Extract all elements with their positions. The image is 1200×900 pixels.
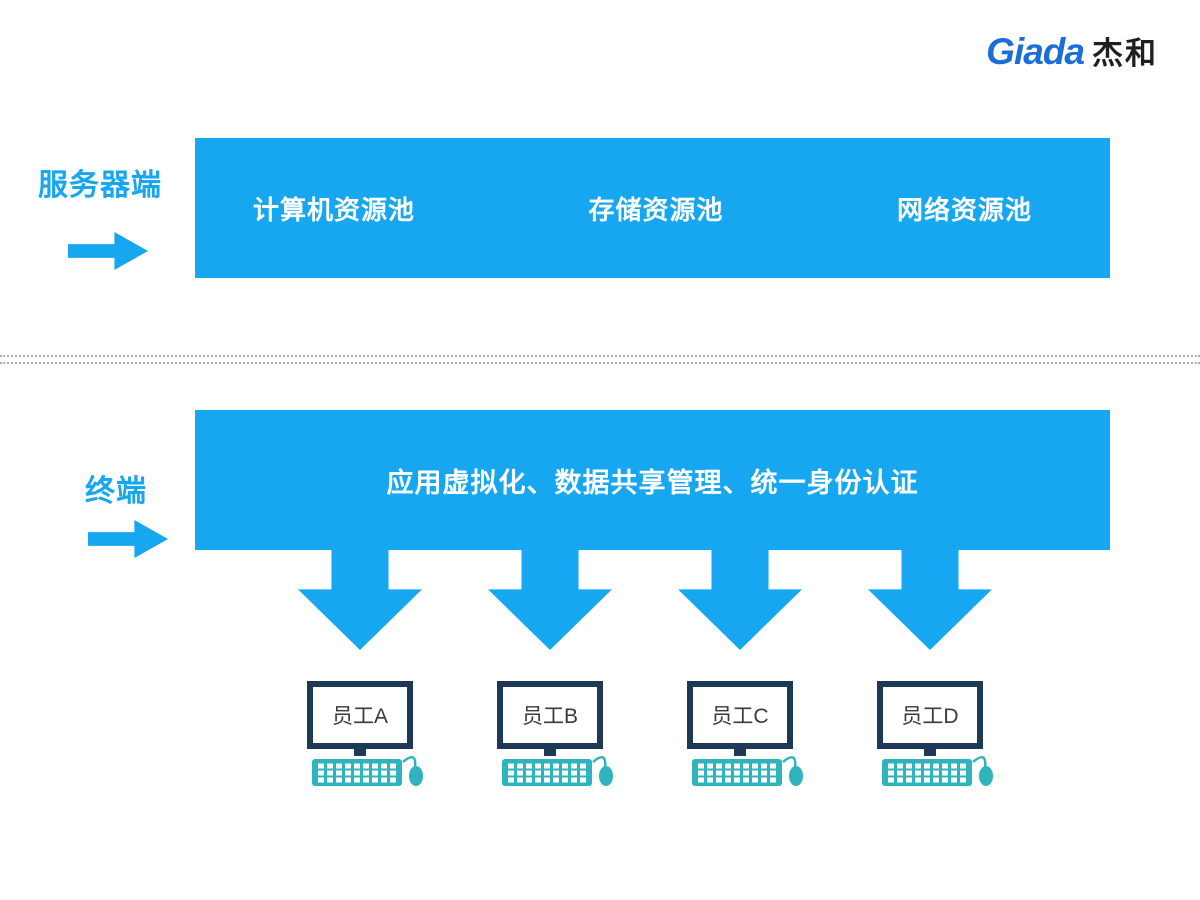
mouse-icon [402, 755, 423, 786]
workstation-label: 员工B [522, 705, 578, 728]
down-arrow-icon [868, 549, 992, 650]
monitor-icon [307, 681, 413, 756]
server-side-label: 服务器端 [38, 169, 162, 202]
monitor-icon [877, 681, 983, 756]
workstation-label: 员工D [901, 705, 958, 728]
monitor-icon [497, 681, 603, 756]
giada-logo-wordmark: Giada [986, 31, 1085, 72]
right-arrow-icon [68, 232, 148, 270]
computer-icon: 员工D [877, 681, 993, 786]
mouse-icon [592, 755, 613, 786]
compute-pool-label: 计算机资源池 [253, 194, 416, 225]
mouse-icon [782, 755, 803, 786]
dotted-divider [0, 355, 1200, 364]
workstation: 员工D [855, 680, 1005, 807]
storage-pool-label: 存储资源池 [588, 194, 724, 225]
computer-icon: 员工B [497, 681, 613, 786]
workstation: 员工A [285, 680, 435, 807]
workstations-row: 员工A 员工B [265, 680, 1025, 807]
terminal-services-band: 应用虚拟化、数据共享管理、统一身份认证 [195, 410, 1110, 550]
terminal-side-label: 终端 [85, 475, 147, 508]
terminal-services-label: 应用虚拟化、数据共享管理、统一身份认证 [386, 467, 919, 498]
keyboard-icon [312, 759, 402, 786]
right-arrow-icon [88, 520, 168, 558]
network-pool-label: 网络资源池 [896, 194, 1032, 225]
down-arrow-icon [298, 549, 422, 650]
keyboard-icon [502, 759, 592, 786]
down-arrow-icon [678, 549, 802, 650]
giada-logo: Giada 杰和 [986, 28, 1158, 73]
workstation: 员工B [475, 680, 625, 807]
computer-icon: 员工C [687, 681, 803, 786]
workstation-label: 员工A [332, 705, 388, 728]
giada-logo-chinese: 杰和 [1092, 36, 1158, 71]
monitor-icon [687, 681, 793, 756]
workstation: 员工C [665, 680, 815, 807]
keyboard-icon [692, 759, 782, 786]
keyboard-icon [882, 759, 972, 786]
server-resource-band: 计算机资源池 存储资源池 网络资源池 [195, 138, 1110, 278]
down-arrow-icon [488, 549, 612, 650]
computer-icon: 员工A [307, 681, 423, 786]
down-arrows-row [265, 549, 1025, 650]
mouse-icon [972, 755, 993, 786]
workstation-label: 员工C [711, 705, 768, 728]
